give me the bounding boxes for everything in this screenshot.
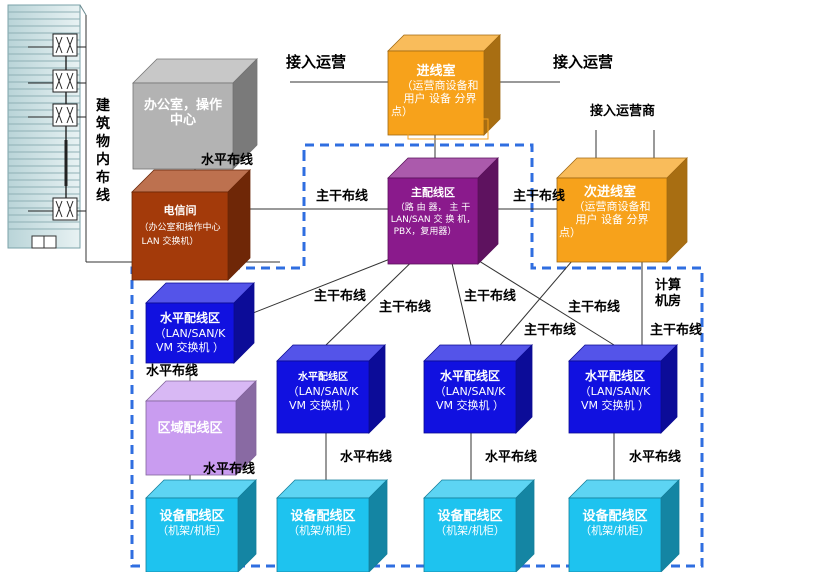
zone-title: 区域配线区 bbox=[157, 420, 222, 436]
main-distribution-box bbox=[387, 157, 499, 265]
office-title-1: 办公室，操作 bbox=[144, 97, 222, 113]
secondary-entrance-title: 次进线室 bbox=[584, 184, 636, 200]
eda-title-3: 设备配线区 bbox=[437, 508, 502, 524]
hda3-sub-2: VM 交换机 ） bbox=[436, 398, 504, 412]
eda-title-4: 设备配线区 bbox=[582, 508, 647, 524]
eda-title-1: 设备配线区 bbox=[159, 508, 224, 524]
telecom-room-box bbox=[131, 169, 251, 281]
building-riser bbox=[28, 33, 86, 221]
access-operator-label: 接入运营商 bbox=[590, 103, 655, 119]
equipment-distribution-box-4 bbox=[568, 479, 680, 572]
hda2-sub-1: （LAN/SAN/K bbox=[288, 385, 359, 398]
telecom-room-sub-1: （办公室和操作中心 bbox=[139, 221, 220, 233]
eda-sub-3: （机架/机柜） bbox=[435, 523, 505, 537]
building-label-char: 建 bbox=[96, 97, 110, 114]
secondary-entrance-sub-1: （运营商设备和 bbox=[574, 199, 651, 213]
horizontal-label-hda2-eda: 水平布线 bbox=[340, 449, 392, 465]
backbone-label-secondary: 主干布线 bbox=[513, 188, 565, 204]
access-label-right: 接入运营 bbox=[553, 53, 613, 71]
eda-sub-4: （机架/机柜） bbox=[580, 523, 650, 537]
building-label-char: 布 bbox=[96, 169, 110, 186]
backbone-label-hda1: 主干布线 bbox=[314, 288, 366, 304]
computer-room-label-1: 计算 bbox=[655, 277, 681, 293]
hda4-title: 水平配线区 bbox=[585, 368, 645, 383]
computer-room-label-2: 机房 bbox=[655, 293, 681, 309]
building-label-char: 筑 bbox=[96, 115, 110, 132]
eda-title-2: 设备配线区 bbox=[290, 508, 355, 524]
hda1-sub-2: VM 交换机 ） bbox=[156, 340, 224, 354]
hda4-sub-1: （LAN/SAN/K bbox=[580, 385, 651, 398]
hda2-sub-2: VM 交换机 ） bbox=[289, 398, 357, 412]
hda2-box bbox=[276, 344, 386, 434]
horizontal-label-zone-eda: 水平布线 bbox=[203, 461, 255, 477]
backbone-label-secondary-hda3: 主干布线 bbox=[524, 322, 576, 338]
hda1-title: 水平配线区 bbox=[160, 310, 220, 325]
secondary-entrance-box bbox=[556, 157, 688, 263]
entrance-room-base bbox=[407, 118, 489, 140]
backbone-label-secondary-hda4: 主干布线 bbox=[650, 322, 702, 338]
office-box bbox=[132, 58, 258, 170]
main-dist-title: 主配线区 bbox=[411, 185, 455, 199]
horizontal-label-hda4-eda: 水平布线 bbox=[629, 449, 681, 465]
backbone-label-hda3: 主干布线 bbox=[464, 288, 516, 304]
horizontal-cabling-label-office: 水平布线 bbox=[201, 152, 253, 168]
backbone-label-telecom: 主干布线 bbox=[316, 188, 368, 204]
eda-sub-2: （机架/机柜） bbox=[288, 523, 358, 537]
hda3-sub-1: （LAN/SAN/K bbox=[435, 385, 506, 398]
main-dist-sub-3: PBX，复用器） bbox=[394, 225, 457, 237]
hda4-sub-2: VM 交换机 ） bbox=[581, 398, 649, 412]
equipment-distribution-box-1 bbox=[145, 479, 257, 572]
entrance-room-box bbox=[387, 34, 501, 136]
building-label-char: 内 bbox=[96, 151, 110, 168]
office-title-2: 中心 bbox=[170, 112, 196, 128]
building-label-char: 物 bbox=[96, 133, 110, 150]
hda1-box bbox=[145, 282, 255, 364]
hda3-title: 水平配线区 bbox=[440, 368, 500, 383]
access-label-left: 接入运营 bbox=[286, 53, 346, 71]
eda-sub-1: （机架/机柜） bbox=[157, 523, 227, 537]
zone-distribution-box bbox=[145, 380, 257, 476]
backbone-label-hda2: 主干布线 bbox=[379, 299, 431, 315]
entrance-room-sub-1: （运营商设备和 bbox=[402, 78, 479, 92]
secondary-entrance-sub-2: 用户 设备 分界 bbox=[576, 212, 649, 226]
horizontal-label-hda3-eda: 水平布线 bbox=[485, 449, 537, 465]
horizontal-label-hda1-zone: 水平布线 bbox=[146, 363, 198, 379]
hda3-box bbox=[423, 344, 533, 434]
hda4-box bbox=[568, 344, 678, 434]
building-label-char: 线 bbox=[96, 187, 110, 204]
entrance-room-sub-2: 用户 设备 分界 bbox=[404, 91, 477, 105]
backbone-label-hda4: 主干布线 bbox=[568, 299, 620, 315]
hda2-title: 水平配线区 bbox=[297, 370, 348, 383]
telecom-room-sub-2: LAN 交换机） bbox=[142, 235, 199, 247]
labels: 接入运营 接入运营 接入运营商 水平布线 主干布线 主干布线 主干布线 主干布线… bbox=[146, 53, 702, 477]
equipment-distribution-box-2 bbox=[276, 479, 388, 572]
entrance-room-title: 进线室 bbox=[416, 63, 455, 79]
entrance-room-sub-3: 点） bbox=[391, 105, 413, 118]
secondary-entrance-sub-3: 点） bbox=[559, 226, 581, 239]
main-dist-sub-2: LAN/SAN 交 换 机， bbox=[391, 213, 476, 225]
equipment-distribution-box-3 bbox=[423, 479, 535, 572]
telecom-room-title: 电信间 bbox=[164, 203, 197, 217]
main-dist-sub-1: （路 由 器， 主 干 bbox=[396, 201, 470, 213]
hda1-sub-1: （LAN/SAN/K bbox=[155, 327, 226, 340]
